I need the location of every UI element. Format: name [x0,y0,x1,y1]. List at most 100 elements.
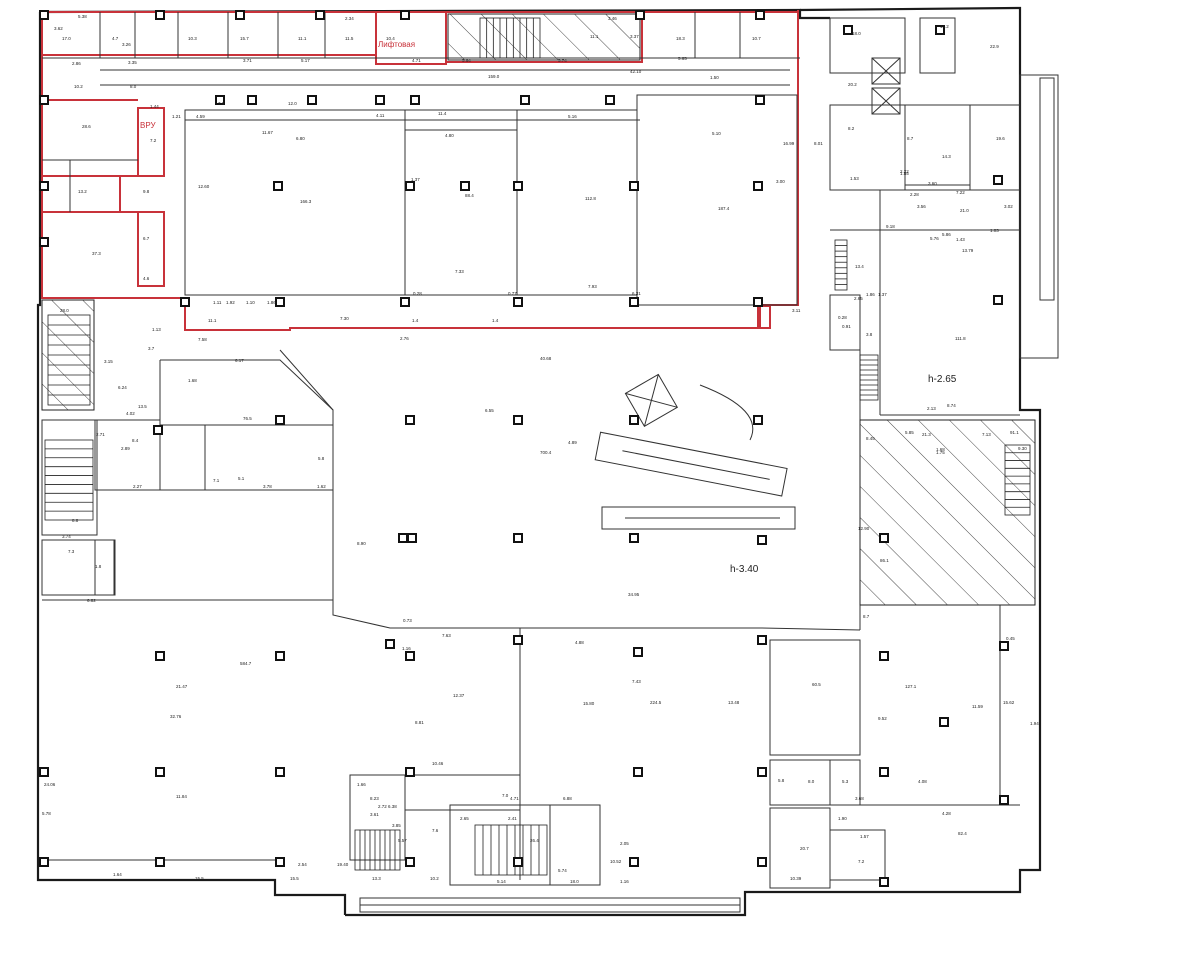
dimension-label: 2.76 [400,336,409,341]
column [513,297,523,307]
dimension-label: 1.68 [188,378,197,383]
room-area-label: 8.7 [863,614,870,619]
room-area-label: 4.7 [112,36,119,41]
column [879,533,889,543]
dimension-label: 2.27 [133,484,142,489]
column [753,415,763,425]
dimension-label: 1.50 [710,75,719,80]
room-area-label: 19.6 [996,136,1005,141]
dimension-label: 3.00 [776,179,785,184]
dimension-label: 5.74 [558,868,567,873]
dimension-label: 3.61 [370,812,379,817]
room-area-label: 60.5 [812,682,821,687]
room-area-label: 166.3 [300,199,312,204]
column [843,25,853,35]
room-area-label: 28.6 [82,124,91,129]
dimension-label: 1.10 [246,300,255,305]
dimension-label: 10.52 [610,859,622,864]
room-area-label: 28.0 [60,308,69,313]
dimension-label: 5.85 [905,430,914,435]
dimension-label: 7.93 [588,284,597,289]
room-area-label: 10.4 [386,36,395,41]
dimension-label: 3.71 [243,58,252,63]
dimension-label: 2.05 [620,841,629,846]
dimension-label: 5.38 [78,14,87,19]
interior-walls [41,12,1021,889]
dimension-label: 6.80 [296,136,305,141]
dimension-label: 5.16 [568,114,577,119]
dimension-label: 1.16 [402,646,411,651]
room-area-label: 12.0 [288,101,297,106]
column [405,181,415,191]
dimension-label: 5.64 [462,58,471,63]
room-area-label: 17.0 [62,36,71,41]
dimension-label: 5.65 [678,56,687,61]
room-area-label: 13.3 [372,876,381,881]
dimension-label: 3.37 [630,34,639,39]
room-area-label: 159.0 [488,74,500,79]
dimension-label: 3.78 [263,484,272,489]
dimension-label: 2.28 [910,192,919,197]
dimension-label: 4.11 [376,113,385,118]
dimension-label: 13.79 [962,248,974,253]
room-area-label: 11.5 [345,36,354,41]
room-area-label: 11.1 [298,36,307,41]
height-label-lower: h-3.40 [730,564,759,575]
column [757,767,767,777]
column [520,95,530,105]
dimension-label: 5.17 [301,58,310,63]
room-area-label: 584.7 [240,661,252,666]
dimension-label: 1.86 [267,300,276,305]
dimension-label: 1.53 [850,176,859,181]
dimension-label: 10.39 [790,876,802,881]
dimension-label: 3.35 [128,60,137,65]
dimension-label: 2.72 [378,804,387,809]
column [605,95,615,105]
dimension-label: 1.92 [226,300,235,305]
dimension-label: 0.77 [508,291,517,296]
column [999,641,1009,651]
dimension-label: 19.40 [337,862,349,867]
dimension-label: 7.13 [982,432,991,437]
room-area-label: 13.2 [78,189,87,194]
dimension-label: 1.43 [956,237,965,242]
column [275,857,285,867]
dimension-label: 3.46 [608,16,617,21]
dimension-label: 3.74 [62,534,71,539]
dimension-label: 5.57 [398,838,407,843]
column [633,767,643,777]
column [275,415,285,425]
column [275,767,285,777]
dimension-label: 3.56 [917,204,926,209]
dimension-label: 1.16 [620,879,629,884]
column [935,25,945,35]
dimension-label: 0.91 [842,324,851,329]
dimension-label: 5.14 [497,879,506,884]
room-area-label: 9.8 [143,189,150,194]
dimension-label: 1.21 [172,114,181,119]
room-area-label: 1.4 [412,318,419,323]
dimension-label: 40.68 [540,356,552,361]
room-area-label: 5.8 [778,778,785,783]
dimension-label: 0.73 [403,618,412,623]
column [405,651,415,661]
dimension-label: 1.44 [150,104,159,109]
column [753,297,763,307]
room-area-label: 3.8 [866,332,873,337]
dimension-label: 7.30 [340,316,349,321]
stair-flight [479,17,541,59]
dimension-label: 1.94 [1030,721,1039,726]
dimension-label: 8.81 [415,720,424,725]
dimension-label: 2.65 [854,296,863,301]
dimension-label: 2.65 [460,816,469,821]
dimension-label: 1.85 [900,171,909,176]
room-area-label: 11.1 [590,34,599,39]
dimension-label: 32.76 [170,714,182,719]
dimension-label: 6.55 [485,408,494,413]
column [629,181,639,191]
room-area-label: 18.0 [852,31,861,36]
stair-flight [1004,444,1031,516]
outer-walls [36,6,1059,917]
column [513,857,523,867]
